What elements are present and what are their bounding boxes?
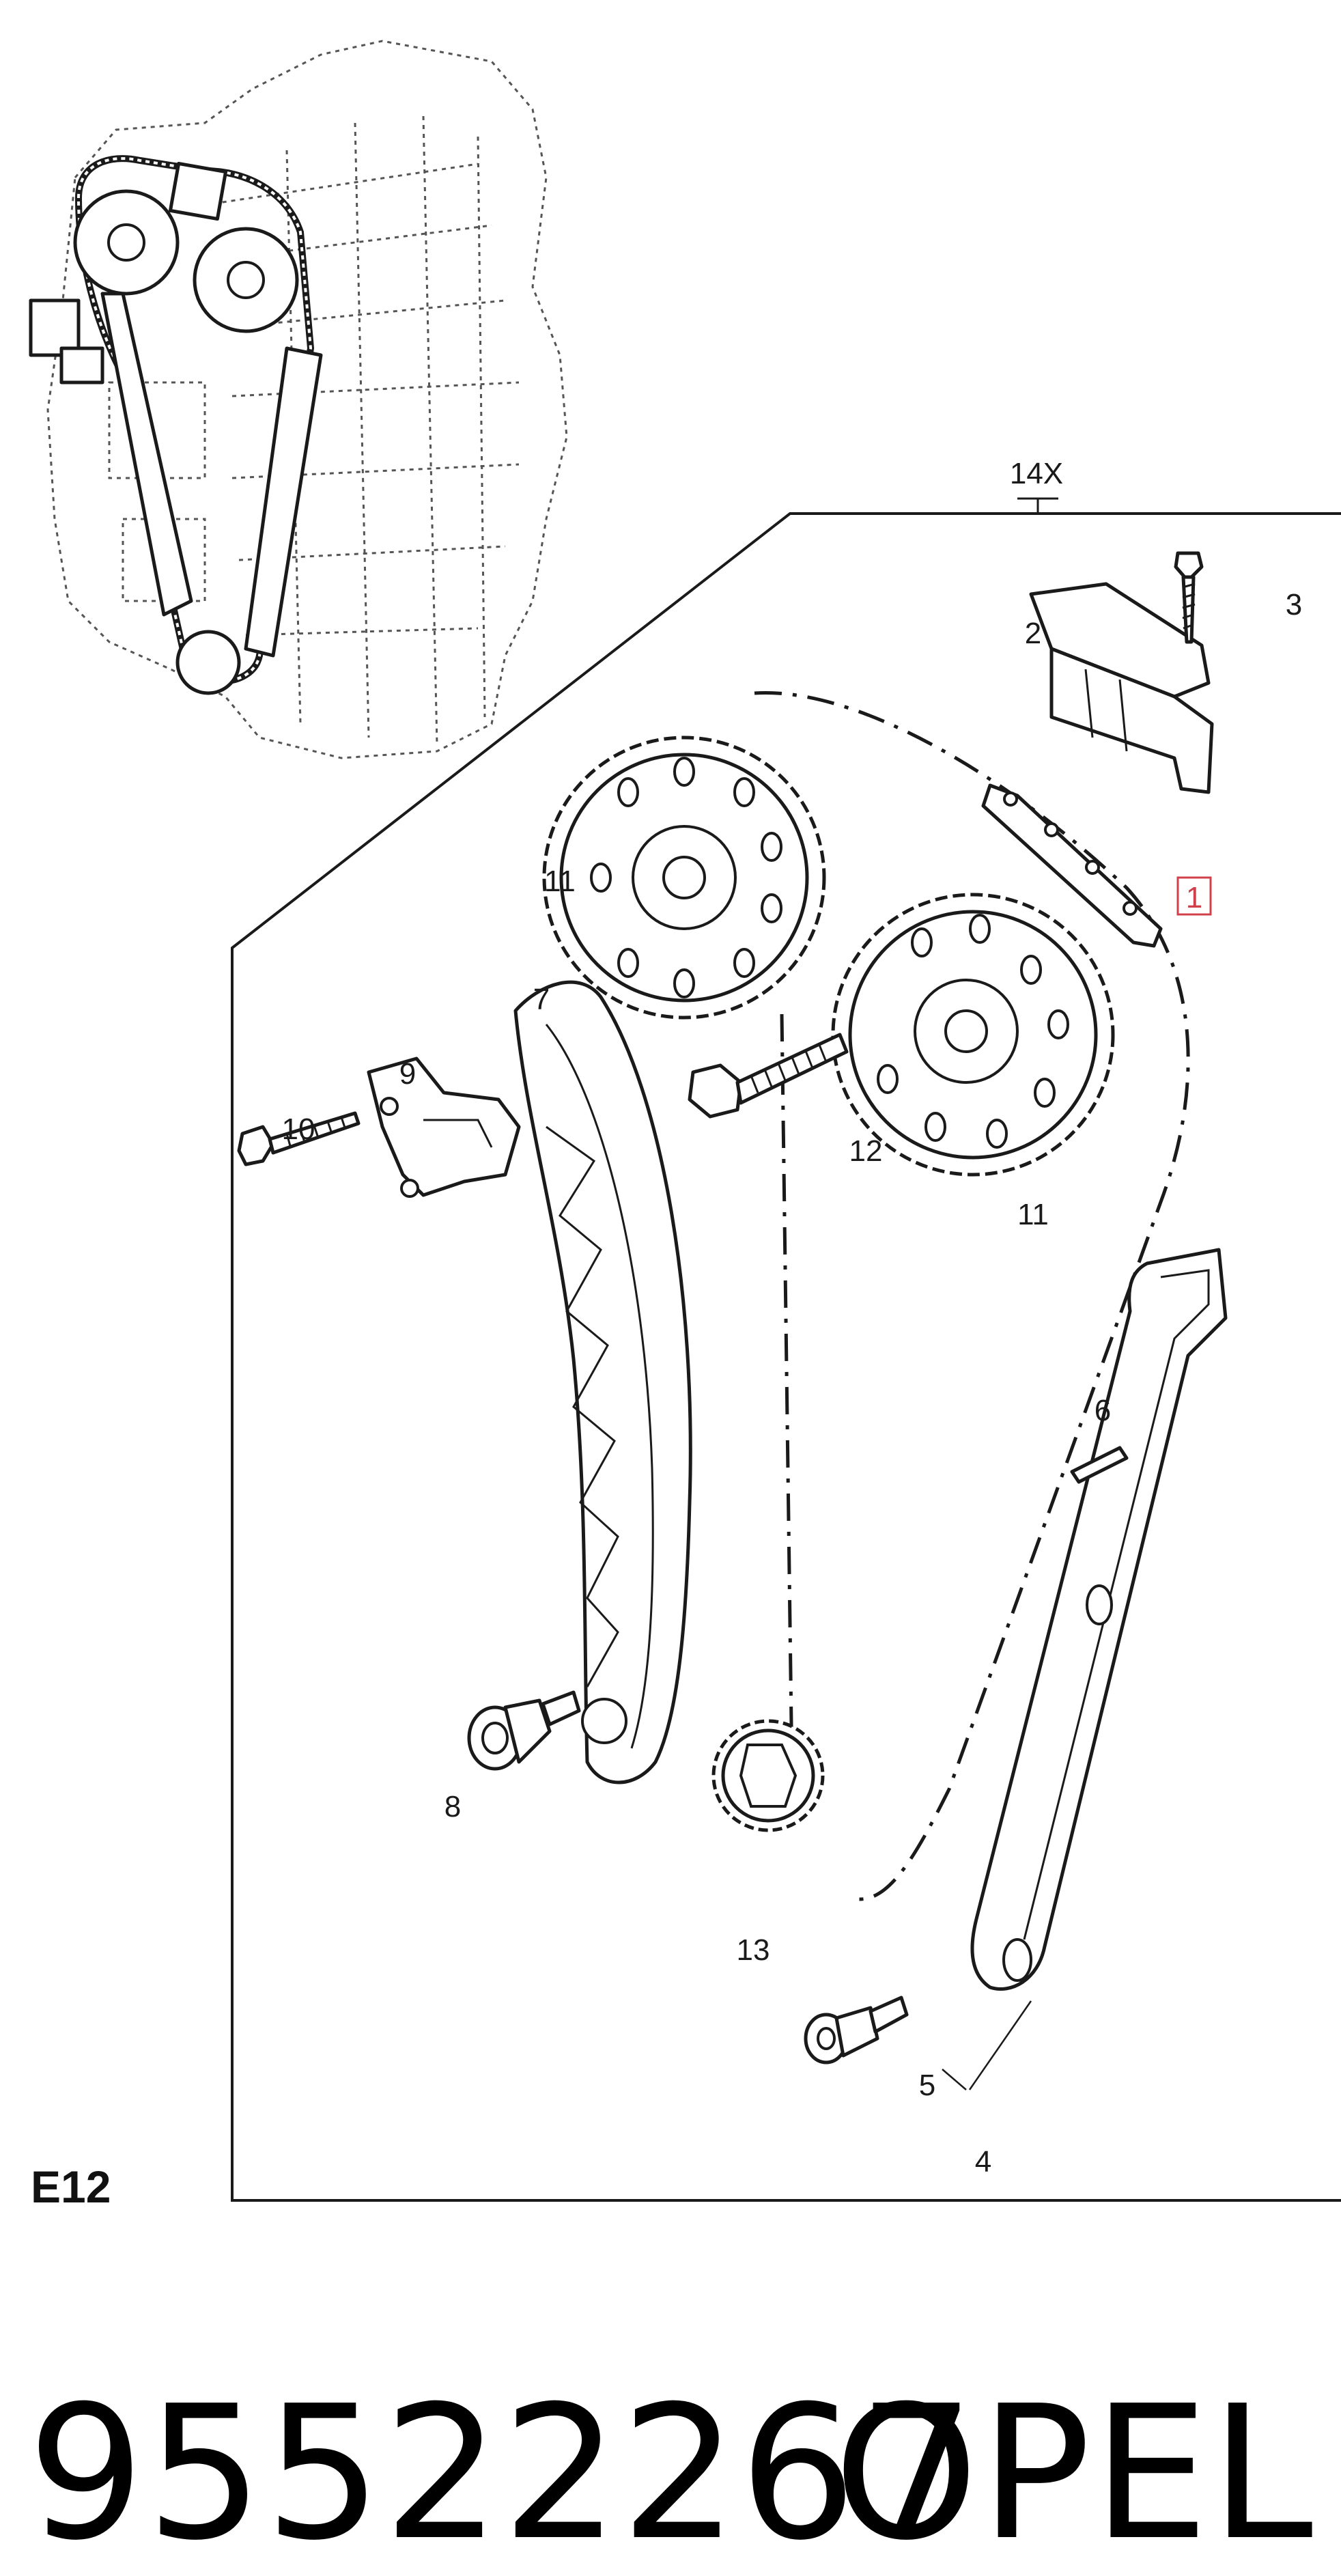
leader-lines (942, 2000, 1032, 2090)
guide-pin (467, 1690, 581, 1771)
timing-chain-path (754, 690, 1190, 1901)
camshaft-sprocket-left (542, 736, 826, 1020)
camshaft-sprocket-right (831, 893, 1115, 1177)
chain-tensioner (367, 1056, 521, 1198)
callout-1-label: 1 (1186, 881, 1202, 914)
callout-12: 12 (849, 1134, 883, 1168)
crankshaft-sprocket (711, 1719, 825, 1832)
guide-bolt-lower (804, 1996, 909, 2064)
part-number: 95522267 (27, 2366, 976, 2576)
brand-name: OPEL (834, 2366, 1314, 2576)
tensioner-bolt (237, 1111, 361, 1166)
chain-link-segment (981, 783, 1163, 948)
tensioner-rail (513, 980, 692, 1784)
callout-5: 5 (919, 2069, 935, 2102)
callout-4: 4 (975, 2145, 991, 2179)
guide-bolt (1174, 551, 1204, 644)
fixed-chain-guide (970, 1248, 1228, 1991)
callout-8: 8 (444, 1790, 461, 1823)
dowel-pin (1070, 1446, 1129, 1484)
engine-overview-illustration (29, 40, 568, 759)
callout-11-left: 11 (544, 865, 576, 898)
section-code: E12 (31, 2161, 111, 2212)
callout-13: 13 (737, 1933, 770, 1967)
callout-2: 2 (1025, 617, 1041, 650)
callout-3: 3 (1286, 588, 1302, 621)
kit-boundary (231, 497, 1341, 2202)
callout-11-right: 11 (1017, 1198, 1049, 1231)
callout-6: 6 (1095, 1394, 1111, 1427)
sprocket-bolt (688, 1033, 849, 1119)
callout-9: 9 (399, 1057, 416, 1091)
callout-10: 10 (282, 1112, 315, 1146)
kit-label: 14X (1010, 457, 1063, 490)
upper-chain-guide (1029, 582, 1214, 794)
callout-7: 7 (533, 983, 550, 1016)
callout-1: 1 (1176, 876, 1212, 916)
